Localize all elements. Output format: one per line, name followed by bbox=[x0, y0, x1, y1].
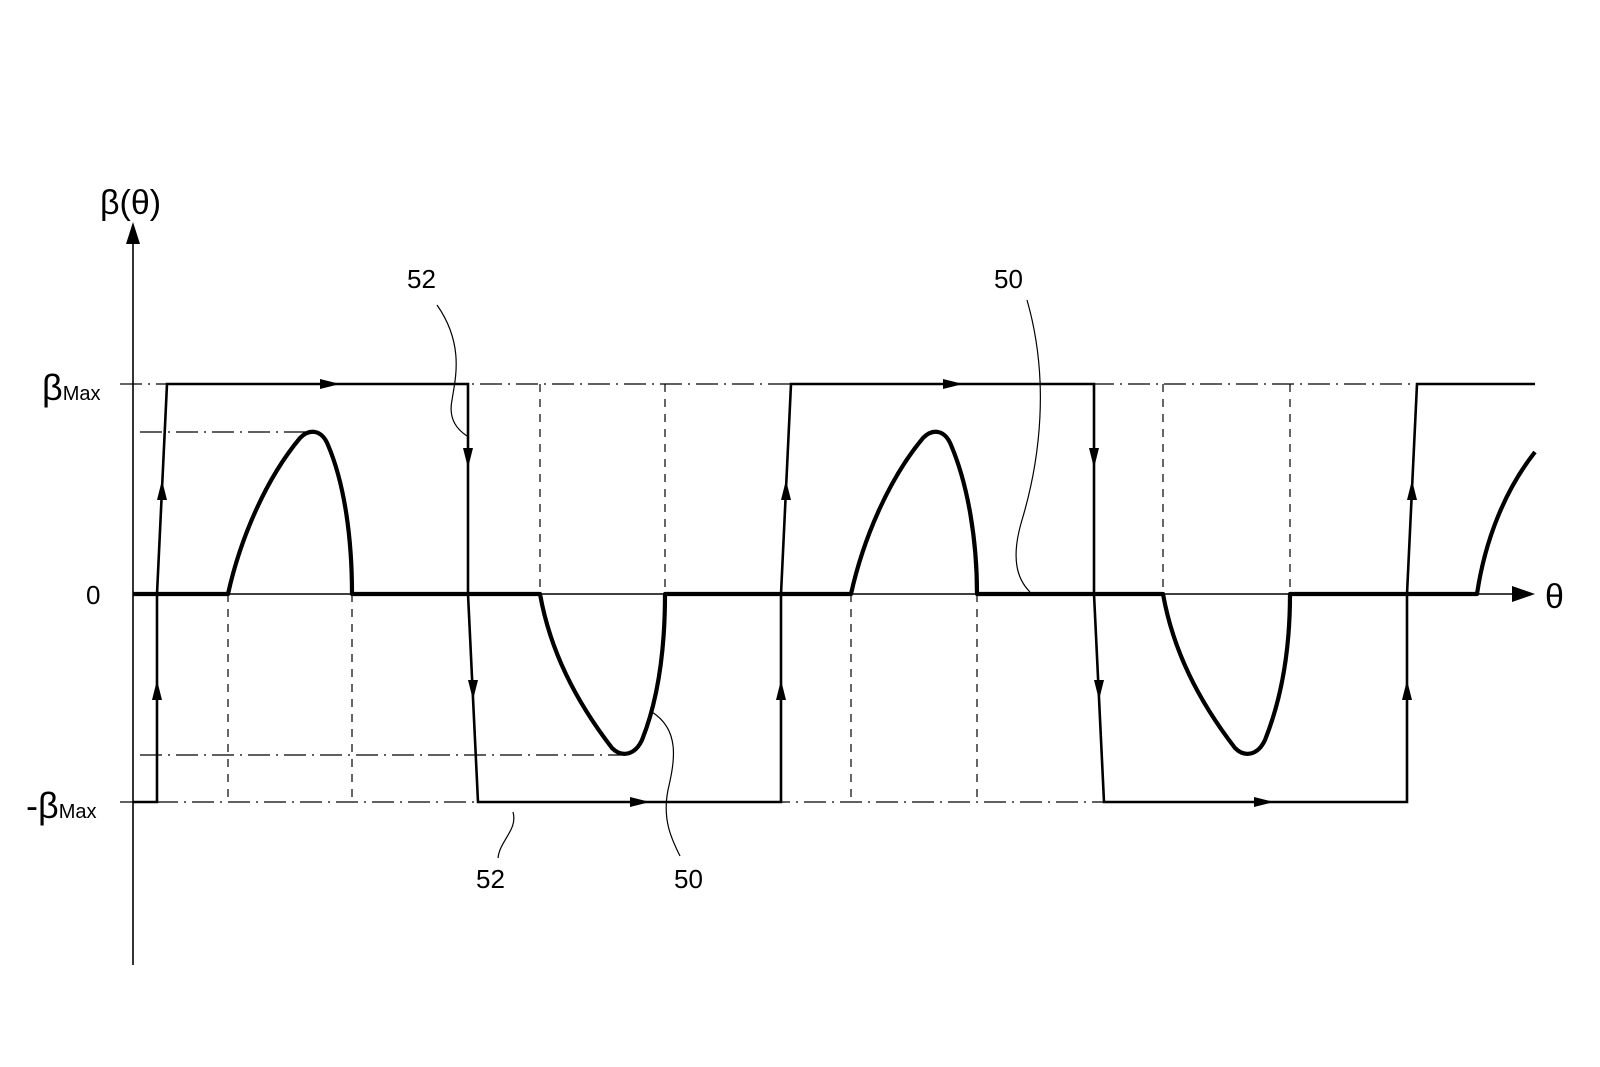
ref-50-top: 50 bbox=[994, 264, 1023, 294]
ref-52-top: 52 bbox=[407, 264, 436, 294]
x-axis-arrow-icon bbox=[1512, 586, 1535, 602]
leader-50-top bbox=[1015, 299, 1041, 593]
tick-zero: 0 bbox=[86, 580, 100, 610]
leader-52-top bbox=[436, 304, 468, 437]
y-axis-arrow-icon bbox=[126, 222, 140, 244]
leader-50-bottom bbox=[651, 711, 681, 857]
tick-beta-max: βMax bbox=[42, 367, 101, 408]
tick-neg-beta-max: -βMax bbox=[26, 785, 97, 826]
ref-52-bottom: 52 bbox=[476, 864, 505, 894]
dashed-verticals bbox=[227, 384, 1291, 802]
leader-52-bottom bbox=[497, 811, 515, 859]
x-axis-label: θ bbox=[1545, 578, 1564, 616]
y-axis-label: β(θ) bbox=[100, 184, 161, 222]
signal-50 bbox=[133, 429, 1537, 756]
direction-arrows bbox=[152, 379, 1417, 807]
ref-50-bottom: 50 bbox=[674, 864, 703, 894]
